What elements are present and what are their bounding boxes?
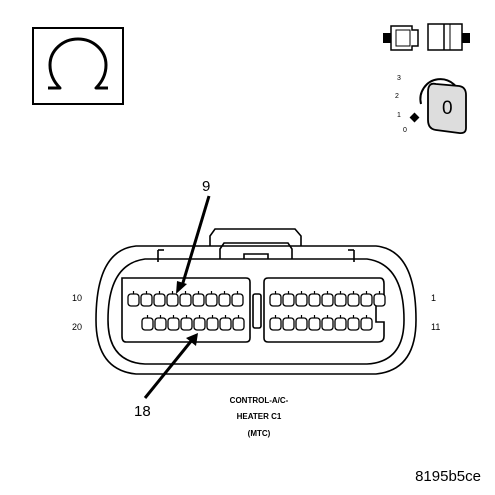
cavity-top-16 (347, 293, 360, 307)
cavity-bottom-7 (219, 317, 232, 331)
cavity-top-3 (153, 293, 166, 307)
connector-caption-line-1: CONTROL-A/C- (230, 396, 289, 405)
figure-id: 8195b5ce (415, 468, 481, 485)
connector-caption-line-3: (MTC) (248, 429, 271, 438)
cavity-bottom-14 (334, 317, 347, 331)
callout-label-9: 9 (202, 178, 210, 195)
ignition-key-icon: 0 3 2 1 0 (395, 75, 467, 135)
key-position-label: 0 (442, 98, 453, 119)
callout-pin-9: 9 (176, 178, 211, 294)
cavity-bottom-6 (206, 317, 219, 331)
cavity-bottom-5 (193, 317, 206, 331)
cavity-top-7 (205, 293, 218, 307)
connector-housing (95, 228, 417, 375)
cavity-bottom-16 (360, 317, 373, 331)
cavity-bottom-12 (308, 317, 321, 331)
connector-disconnect-icon (383, 23, 470, 51)
connector-cavities-bottom-row (141, 315, 373, 331)
cavity-bottom-15 (347, 317, 360, 331)
cavity-top-6 (192, 293, 205, 307)
cavity-bottom-11 (295, 317, 308, 331)
cavity-top-11 (282, 293, 295, 307)
cavity-bottom-2 (154, 317, 167, 331)
pin-label-11: 11 (431, 322, 440, 332)
ohm-symbol-icon (32, 27, 124, 105)
ignition-position-1: 1 (397, 112, 401, 119)
cavity-top-9 (231, 293, 244, 307)
pin-label-1: 1 (431, 293, 436, 303)
cavity-top-18 (373, 293, 386, 307)
cavity-top-12 (295, 293, 308, 307)
pin-label-20: 20 (72, 322, 82, 332)
cavity-bottom-1 (141, 317, 154, 331)
connector-caption-line-2: HEATER C1 (237, 412, 282, 421)
cavity-top-14 (321, 293, 334, 307)
cavity-bottom-10 (282, 317, 295, 331)
callout-pin-18: 18 (134, 333, 198, 420)
cavity-top-2 (140, 293, 153, 307)
pin-label-10: 10 (72, 293, 82, 303)
ignition-position-0: 0 (403, 127, 407, 134)
connector-cavities-top-row (127, 291, 386, 307)
ignition-position-2: 2 (395, 93, 399, 100)
cavity-top-5 (179, 293, 192, 307)
cavity-bottom-3 (167, 317, 180, 331)
cavity-bottom-9 (269, 317, 282, 331)
cavity-top-17 (360, 293, 373, 307)
cavity-top-4 (166, 293, 179, 307)
cavity-top-10 (269, 293, 282, 307)
cavity-top-1 (127, 293, 140, 307)
cavity-bottom-13 (321, 317, 334, 331)
cavity-top-13 (308, 293, 321, 307)
cavity-bottom-4 (180, 317, 193, 331)
callout-label-18: 18 (134, 403, 151, 420)
cavity-top-15 (334, 293, 347, 307)
cavity-bottom-8 (232, 317, 245, 331)
ignition-position-3: 3 (397, 75, 401, 82)
cavity-top-8 (218, 293, 231, 307)
